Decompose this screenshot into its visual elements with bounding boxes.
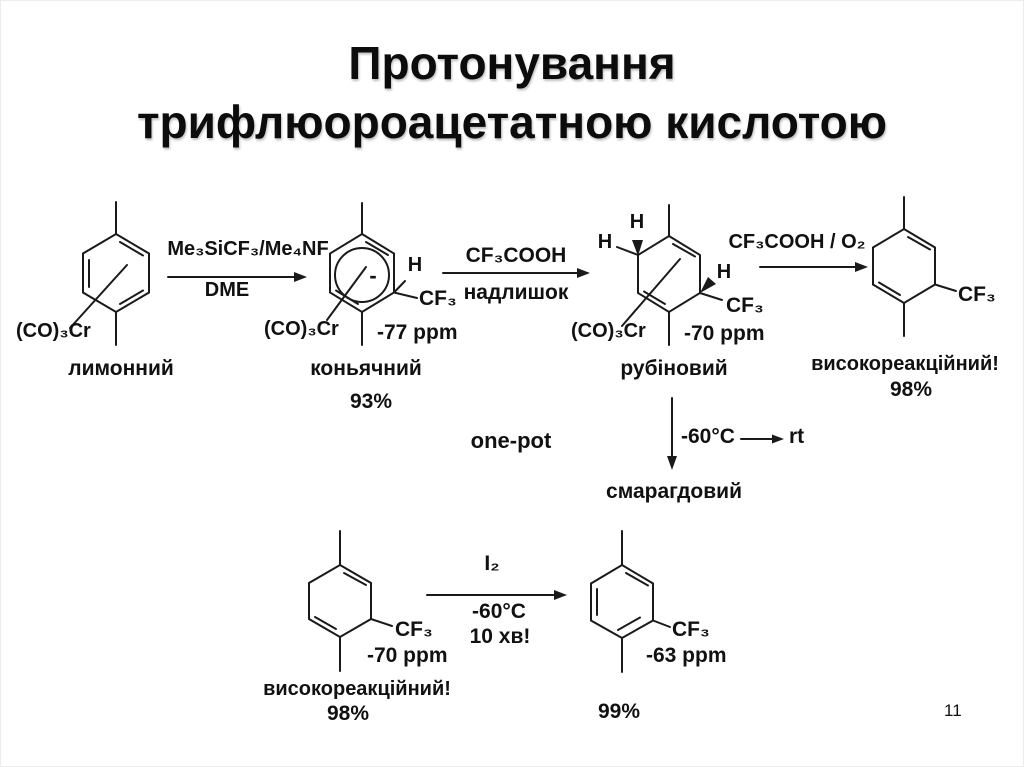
s1-cr-label: (CO)₃Cr — [16, 320, 91, 342]
s3-h-left-label: H — [597, 231, 613, 253]
slide-title-line-2: трифлюороацетатною кислотою — [137, 96, 887, 148]
structure-5-skeleton — [308, 530, 393, 672]
reaction-arrow-4 — [426, 590, 567, 600]
s3-name-label: рубіновий — [620, 357, 728, 380]
s5-cf3-label: CF₃ — [395, 618, 433, 641]
one-pot-label: one-pot — [470, 428, 552, 453]
slide-title: Протонування трифлюороацетатною кислотою — [0, 34, 1024, 152]
s2-h-label: H — [407, 254, 423, 276]
structure-3-skeleton — [616, 204, 723, 346]
s4-name-label: високореакційний! — [811, 353, 999, 375]
intermediate-name-label: смарагдовий — [606, 480, 742, 503]
reaction-arrow-1 — [167, 272, 307, 282]
page-number: 11 — [944, 701, 962, 720]
s6-yield-label: 99% — [597, 700, 641, 723]
a2-reagent-label: CF₃COOH — [465, 244, 567, 267]
s2-cr-label: (CO)₃Cr — [264, 318, 339, 340]
a4-temp-label: -60°C — [472, 600, 526, 623]
s3-shift-label: -70 ppm — [684, 322, 765, 345]
s2-cf3-label: CF₃ — [419, 287, 457, 310]
s2-charge-label: - — [369, 263, 377, 288]
s5-name-label: високореакційний! — [263, 678, 451, 700]
s4-cf3-label: CF₃ — [958, 283, 996, 306]
down-arrow-temp-label: -60°C — [681, 425, 735, 448]
down-arrow-rt-label: rt — [789, 425, 805, 448]
structure-4-skeleton — [872, 196, 957, 337]
a1-reagent-label: Me₃SiCF₃/Me₄NF — [167, 238, 329, 260]
a1-solvent-label: DME — [204, 279, 250, 301]
a3-reagent-label: CF₃COOH / O₂ — [728, 231, 866, 253]
s5-yield-label: 98% — [326, 702, 370, 725]
structure-2-skeleton — [326, 202, 418, 346]
structure-6-skeleton — [590, 530, 671, 673]
s6-cf3-label: CF₃ — [672, 618, 710, 641]
s3-h-right-label: H — [716, 261, 732, 283]
s5-shift-label: -70 ppm — [367, 644, 448, 667]
reaction-arrow-down — [667, 397, 677, 470]
s3-cr-label: (CO)₃Cr — [571, 320, 646, 342]
s1-name-label: лимонний — [68, 357, 174, 380]
s2-yield-label: 93% — [349, 390, 393, 413]
a4-time-label: 10 хв! — [469, 625, 531, 648]
a4-reagent-label: I₂ — [484, 552, 500, 575]
structure-1-skeleton — [69, 201, 150, 346]
s3-cf3-label: CF₃ — [726, 294, 764, 317]
s3-h-top-label: H — [629, 211, 645, 233]
s6-shift-label: -63 ppm — [646, 644, 727, 667]
reaction-arrow-2 — [442, 268, 590, 278]
reaction-arrow-3 — [759, 262, 868, 272]
a2-excess-label: надлишок — [463, 281, 569, 304]
temp-ramp-arrow — [740, 434, 784, 444]
slide-title-line-1: Протонування — [348, 37, 676, 89]
s4-yield-label: 98% — [889, 378, 933, 401]
s2-shift-label: -77 ppm — [377, 321, 458, 344]
s2-name-label: коньячний — [310, 357, 422, 380]
